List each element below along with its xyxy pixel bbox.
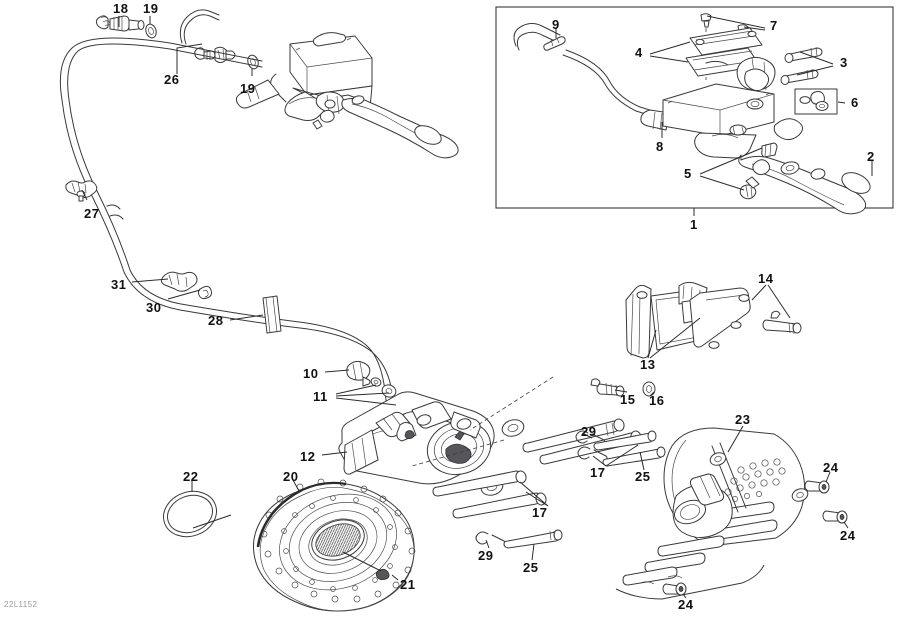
callout-13: 13 bbox=[640, 357, 656, 372]
callout-20: 20 bbox=[283, 469, 299, 484]
callout-2: 2 bbox=[867, 149, 875, 164]
callout-31: 31 bbox=[111, 277, 127, 292]
callout-16: 16 bbox=[649, 393, 665, 408]
callout-18: 18 bbox=[113, 1, 129, 16]
brake-caliper bbox=[338, 376, 554, 496]
callout-29b: 29 bbox=[478, 548, 494, 563]
diagram-watermark: 22L1152 bbox=[4, 600, 38, 609]
callout-29a: 29 bbox=[581, 424, 597, 439]
callout-12: 12 bbox=[300, 449, 316, 464]
callout-19b: 19 bbox=[240, 81, 256, 96]
caliper-hardware-upper bbox=[522, 418, 666, 467]
callout-23: 23 bbox=[735, 412, 751, 427]
inset-exploded-master-cylinder bbox=[513, 13, 871, 215]
callout-21: 21 bbox=[400, 577, 416, 592]
callout-28: 28 bbox=[208, 313, 224, 328]
callout-22: 22 bbox=[183, 469, 199, 484]
protective-guard bbox=[615, 427, 848, 600]
callout-11: 11 bbox=[313, 389, 328, 404]
callout-17a: 17 bbox=[590, 465, 606, 480]
brake-pads-assembly bbox=[625, 281, 802, 359]
callout-4: 4 bbox=[635, 45, 643, 60]
callout-25a: 25 bbox=[635, 469, 651, 484]
callout-10: 10 bbox=[303, 366, 319, 381]
callout-5: 5 bbox=[684, 166, 692, 181]
callout-1: 1 bbox=[690, 217, 698, 232]
callout-25b: 25 bbox=[523, 560, 539, 575]
callout-3: 3 bbox=[840, 55, 848, 70]
callout-24c: 24 bbox=[678, 597, 694, 612]
callout-26: 26 bbox=[164, 72, 180, 87]
callout-6: 6 bbox=[851, 95, 859, 110]
brake-hose-artwork bbox=[59, 9, 403, 427]
callout-24b: 24 bbox=[840, 528, 856, 543]
callout-24a: 24 bbox=[823, 460, 839, 475]
leader-lines bbox=[81, 15, 873, 599]
brake-disc-assembly bbox=[163, 478, 416, 612]
callout-17b: 17 bbox=[532, 505, 548, 520]
callout-15: 15 bbox=[620, 392, 636, 407]
callout-27: 27 bbox=[84, 206, 100, 221]
callout-7: 7 bbox=[770, 18, 778, 33]
callout-8: 8 bbox=[656, 139, 664, 154]
caliper-hardware-lower bbox=[432, 470, 563, 549]
callout-14: 14 bbox=[758, 271, 774, 286]
callout-30: 30 bbox=[146, 300, 162, 315]
callout-19a: 19 bbox=[143, 1, 159, 16]
master-cylinder-left bbox=[235, 32, 459, 159]
callout-9: 9 bbox=[552, 17, 560, 32]
